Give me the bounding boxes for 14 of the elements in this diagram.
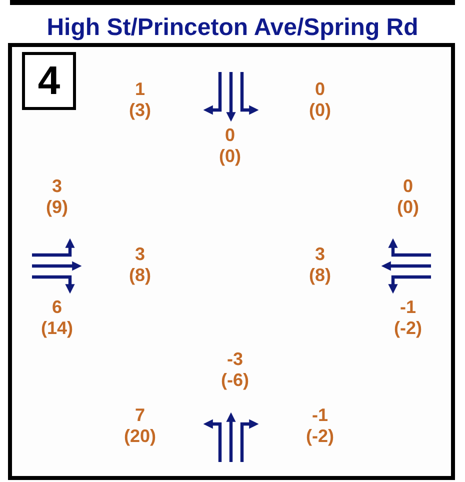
intersection-title: High St/Princeton Ave/Spring Rd xyxy=(46,14,420,42)
volume-value: 3 (8) xyxy=(309,244,331,286)
volume-value: 7 (20) xyxy=(124,405,156,447)
volume-value: -3 (-6) xyxy=(221,349,249,391)
volume-value: 1 (3) xyxy=(129,79,151,121)
volume-value: 0 (0) xyxy=(397,176,419,218)
volume-value: 6 (14) xyxy=(41,297,73,339)
volume-value: -1 (-2) xyxy=(306,405,334,447)
volume-value: 3 (8) xyxy=(129,244,151,286)
volume-value: 0 (0) xyxy=(219,125,241,167)
volume-value: 3 (9) xyxy=(46,176,68,218)
panel-number: 4 xyxy=(22,52,76,110)
volume-value: -1 (-2) xyxy=(394,297,422,339)
volume-value: 0 (0) xyxy=(309,79,331,121)
